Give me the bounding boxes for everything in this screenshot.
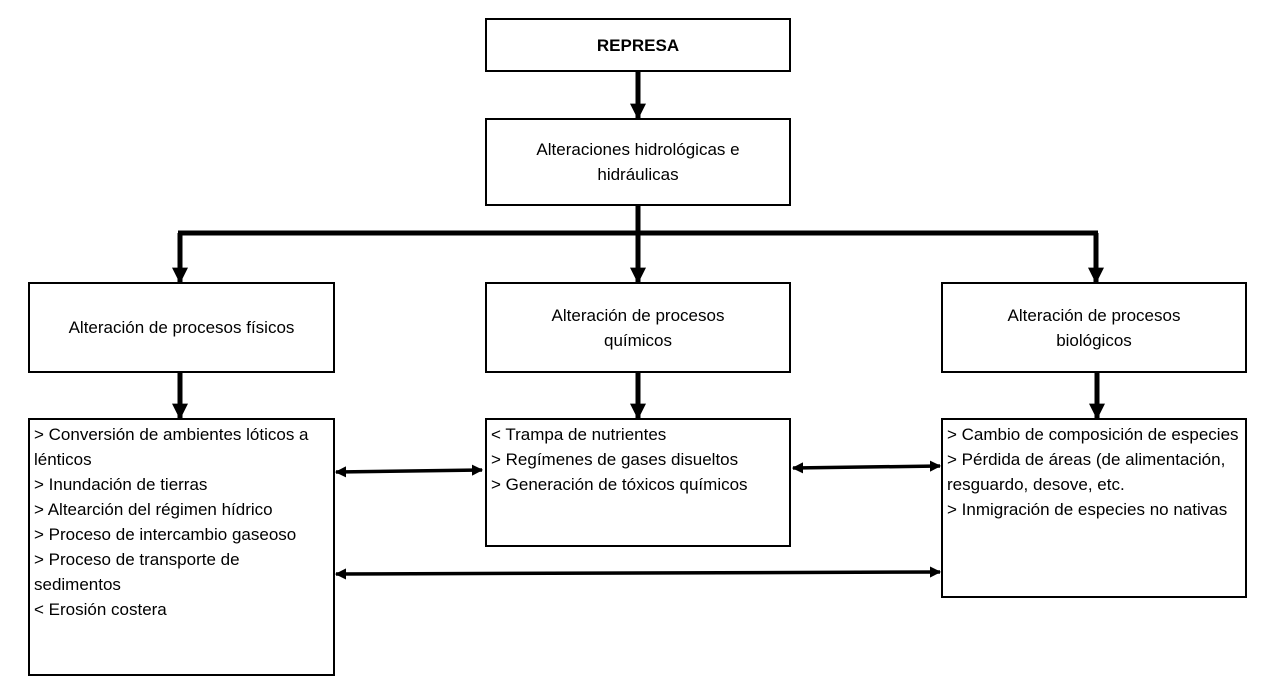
double-arrow-fisicos-quimicos [334, 464, 484, 478]
category-physical-label: Alteración de procesos físicos [68, 318, 295, 337]
list-item: > Proceso de intercambio gaseoso [34, 525, 297, 544]
double-arrow-fisicos-biologicos [334, 566, 942, 580]
physical-effects-list: > Conversión de ambientes lóticos a lént… [28, 418, 335, 676]
list-item: > Regímenes de gases disueltos [491, 450, 739, 469]
root-node-label: REPRESA [596, 35, 680, 55]
biological-effects-list: > Cambio de composición de especies > Pé… [941, 418, 1247, 598]
list-item: < Trampa de nutrientes [491, 425, 667, 444]
chemical-effects-list: < Trampa de nutrientes > Regímenes de ga… [485, 418, 791, 547]
root-node: REPRESA [485, 18, 791, 72]
list-item: > Pérdida de áreas (de alimentación, res… [947, 450, 1226, 494]
list-item: > Cambio de composición de especies [947, 425, 1239, 444]
category-biological-label: Alteración de procesos biológicos [1007, 305, 1181, 350]
hydrological-node-label: Alteraciones hidrológicas e hidráulicas [536, 140, 740, 184]
list-item: > Proceso de transporte de sedimentos [34, 550, 240, 594]
category-physical: Alteración de procesos físicos [28, 282, 335, 373]
list-item: > Generación de tóxicos químicos [491, 475, 748, 494]
category-biological: Alteración de procesos biológicos [941, 282, 1247, 373]
list-item: > Inmigración de especies no nativas [947, 500, 1228, 519]
category-chemical: Alteración de procesos químicos [485, 282, 791, 373]
category-chemical-label: Alteración de procesos químicos [551, 305, 725, 350]
list-item: > Inundación de tierras [34, 475, 208, 494]
list-item: < Erosión costera [34, 600, 167, 619]
hydrological-node: Alteraciones hidrológicas e hidráulicas [485, 118, 791, 206]
double-arrow-quimicos-biologicos [791, 460, 942, 474]
list-item: > Conversión de ambientes lóticos a lént… [34, 425, 309, 469]
list-item: > Altearción del régimen hídrico [34, 500, 273, 519]
